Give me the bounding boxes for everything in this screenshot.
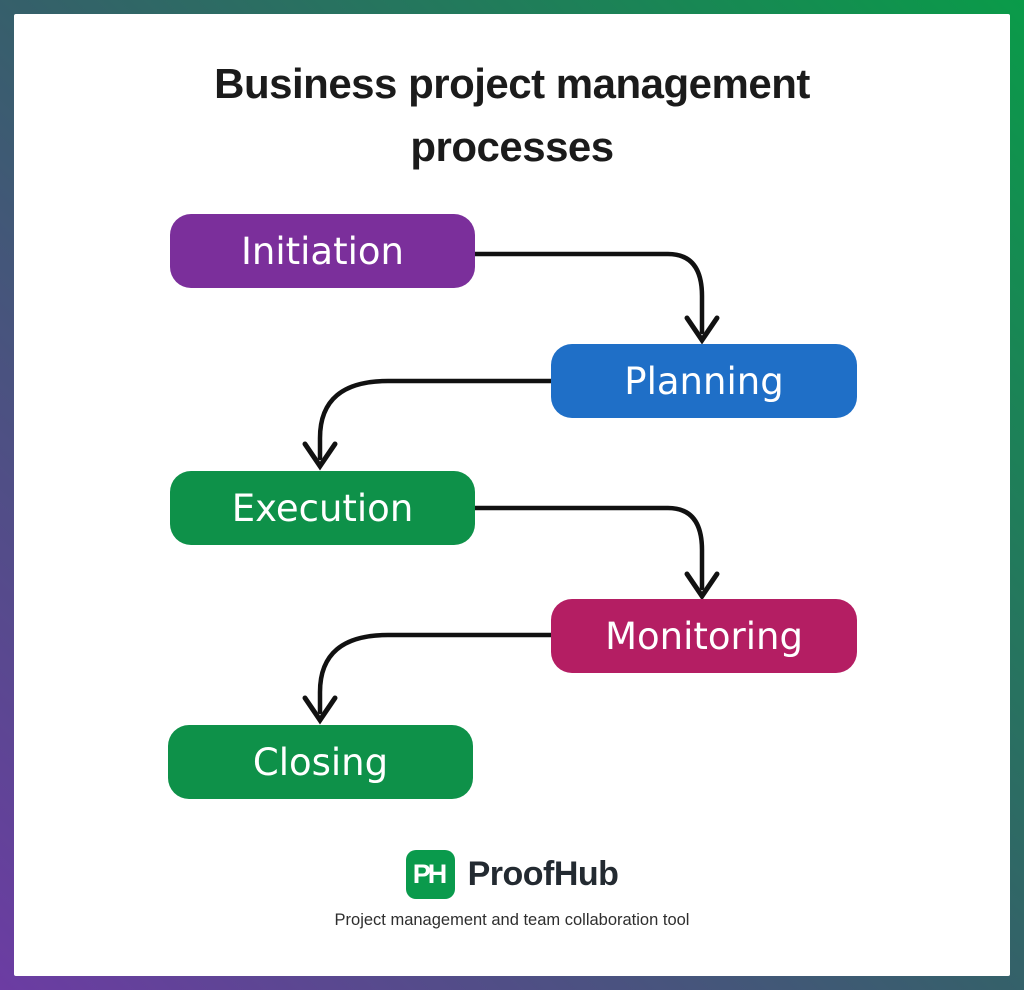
- page-title-line1: Business project management: [214, 60, 810, 107]
- flow-step-closing: Closing: [168, 725, 473, 799]
- flow-step-planning-label: Planning: [624, 359, 784, 403]
- flow-step-monitoring-label: Monitoring: [605, 614, 803, 658]
- flow-step-initiation-label: Initiation: [241, 229, 404, 273]
- page-title: Business project management processes: [14, 52, 1010, 178]
- proofhub-monogram: PH: [412, 859, 447, 889]
- flow-step-initiation: Initiation: [170, 214, 475, 288]
- brand-name: ProofHub: [467, 855, 619, 893]
- brand-tagline: Project management and team collaboratio…: [334, 911, 690, 929]
- flow-step-planning: Planning: [551, 344, 857, 418]
- flow-step-execution: Execution: [170, 471, 475, 545]
- footer: PH ProofHub Project management and team …: [0, 850, 1024, 930]
- proofhub-logo-icon: PH: [405, 850, 455, 899]
- flow-step-monitoring: Monitoring: [551, 599, 857, 673]
- page-title-line2: processes: [410, 123, 614, 170]
- flow-step-execution-label: Execution: [231, 486, 414, 530]
- flow-step-closing-label: Closing: [252, 740, 389, 784]
- proofhub-logo: PH ProofHub: [405, 850, 619, 899]
- diagram-canvas: Business project management processes: [14, 14, 1010, 976]
